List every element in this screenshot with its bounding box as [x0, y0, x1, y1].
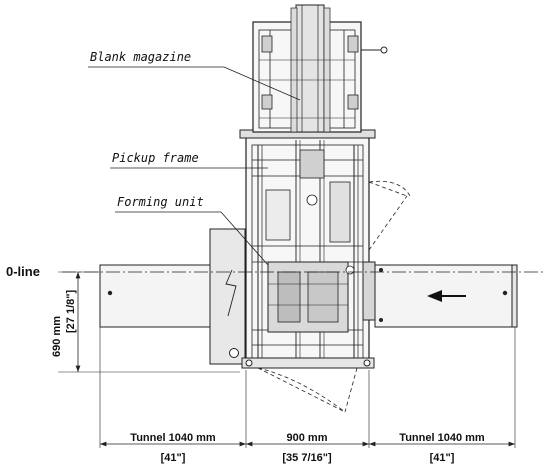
tunnel-right-dimension-mm: Tunnel 1040 mm — [399, 432, 485, 444]
right-tunnel — [374, 264, 518, 328]
blank-magazine — [252, 4, 388, 133]
pickup-frame-label: Pickup frame — [112, 151, 199, 165]
tunnel-right-dimension-in: [41"] — [430, 452, 455, 464]
blank-magazine-label: Blank magazine — [90, 50, 191, 64]
machine-width-dimension-mm: 900 mm — [287, 432, 328, 444]
tunnel-left-dimension-mm: Tunnel 1040 mm — [130, 432, 216, 444]
flow-direction-arrow-icon — [427, 290, 442, 302]
forming-unit-label: Forming unit — [117, 195, 204, 209]
zero-line-label: 0-line — [6, 264, 40, 279]
infeed-plate — [209, 228, 246, 365]
height-dimension-in: [27 1/8"] — [65, 290, 77, 333]
height-dimension-mm: 690 mm — [51, 316, 63, 357]
leader-lines — [88, 66, 301, 266]
zero-line: 0-line — [6, 264, 545, 279]
left-tunnel — [99, 264, 211, 328]
width-dimensions: Tunnel 1040 mm [41"] 900 mm [35 7/16"] T… — [99, 327, 516, 464]
height-dimension: 690 mm [27 1/8"] — [51, 271, 240, 373]
tunnel-left-dimension-in: [41"] — [161, 452, 186, 464]
machine-width-dimension-in: [35 7/16"] — [282, 452, 332, 464]
machine-frame — [239, 129, 411, 413]
